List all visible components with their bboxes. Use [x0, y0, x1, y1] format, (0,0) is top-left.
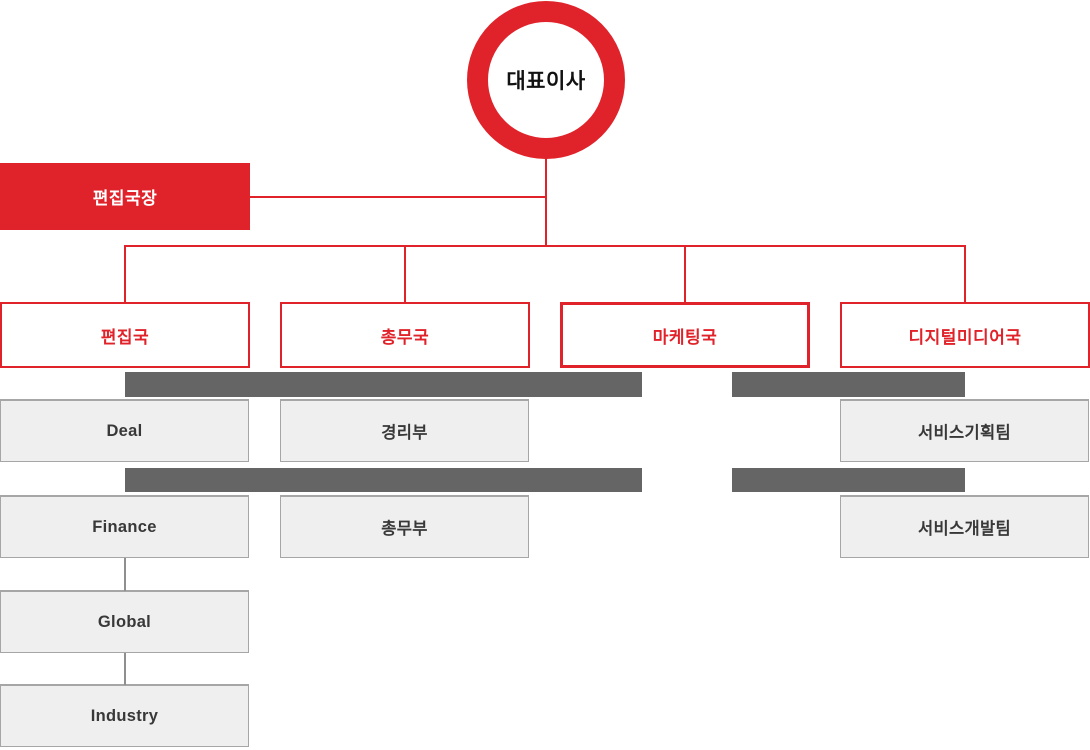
team-label-deal: Deal	[106, 421, 143, 440]
dept-label-general-affairs: 총무국	[380, 327, 430, 347]
connector-ceo-stem	[545, 157, 547, 246]
dept-box-editorial: 편집국	[0, 302, 250, 368]
connector-drop-digital-media	[964, 245, 966, 303]
team-label-service-development: 서비스개발팀	[918, 520, 1011, 538]
ceo-label: 대표이사	[506, 70, 586, 93]
team-box-global: Global	[0, 590, 249, 653]
dept-label-editorial: 편집국	[100, 327, 150, 347]
connector-drop-marketing	[684, 245, 686, 303]
team-label-finance: Finance	[92, 517, 157, 536]
editor-chief-box: 편집국장	[0, 163, 250, 230]
team-box-finance: Finance	[0, 495, 249, 558]
team-label-general-affairs-dept: 총무부	[381, 520, 428, 538]
connector-drop-editorial	[124, 245, 126, 303]
team-box-deal: Deal	[0, 399, 249, 462]
dept-label-digital-media: 디지털미디어국	[908, 327, 1022, 347]
dept-label-marketing: 마케팅국	[652, 327, 718, 347]
connector-editor-chief-line	[249, 196, 546, 198]
dept-box-general-affairs: 총무국	[280, 302, 530, 368]
connector-finance-global	[124, 558, 126, 591]
team-box-service-development: 서비스개발팀	[840, 495, 1089, 558]
team-label-industry: Industry	[90, 706, 159, 725]
editor-chief-label: 편집국장	[92, 189, 158, 208]
stripe-row1-left	[125, 372, 642, 397]
ceo-circle: 대표이사	[467, 1, 625, 159]
team-box-industry: Industry	[0, 684, 249, 747]
team-box-general-affairs-dept: 총무부	[280, 495, 529, 558]
team-label-global: Global	[97, 612, 152, 631]
dept-box-digital-media: 디지털미디어국	[840, 302, 1090, 368]
stripe-row1-right	[732, 372, 965, 397]
connector-drop-general-affairs	[404, 245, 406, 303]
team-label-accounting: 경리부	[381, 424, 428, 442]
team-box-service-planning: 서비스기획팀	[840, 399, 1089, 462]
connector-horizontal-rail	[124, 245, 966, 247]
team-label-service-planning: 서비스기획팀	[918, 424, 1011, 442]
team-box-accounting: 경리부	[280, 399, 529, 462]
connector-global-industry	[124, 653, 126, 685]
stripe-row2-right	[732, 468, 965, 492]
dept-box-marketing: 마케팅국	[560, 302, 810, 368]
stripe-row2-left	[125, 468, 642, 492]
